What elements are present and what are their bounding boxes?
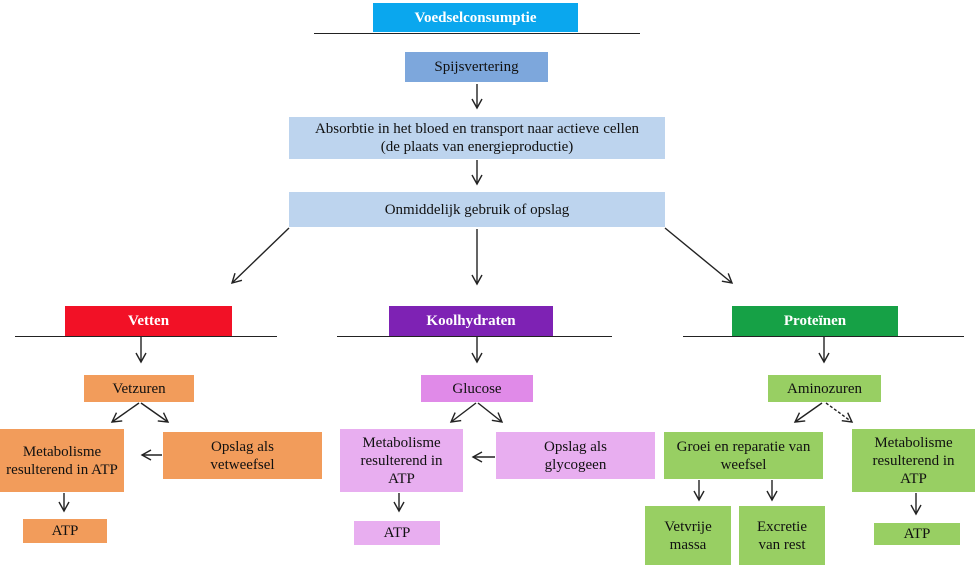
arrow-usage-to-proteins <box>664 227 734 284</box>
digestion-box: Spijsvertering <box>405 52 548 82</box>
carbs-underline <box>337 336 612 337</box>
fats-header: Vetten <box>65 306 232 336</box>
carbs-header: Koolhydraten <box>389 306 553 336</box>
arrow-proteins-product-to-metabolism <box>825 402 854 423</box>
proteins-header: Proteïnen <box>732 306 898 336</box>
proteins-underline <box>683 336 964 337</box>
arrow-carbs-product-to-storage <box>477 402 504 423</box>
fats-metabolism-box: Metabolisme resulterend in ATP <box>0 429 124 492</box>
carbs-product-box: Glucose <box>421 375 533 402</box>
proteins-atp-box: ATP <box>874 523 960 545</box>
absorption-box: Absorbtie in het bloed en transport naar… <box>289 117 665 159</box>
carbs-atp-box: ATP <box>354 521 440 545</box>
fats-underline <box>15 336 277 337</box>
proteins-metabolism-box: Metabolisme resulterend in ATP <box>852 429 975 492</box>
fats-atp-box: ATP <box>23 519 107 543</box>
arrow-carbs-product-to-metabolism <box>449 402 477 423</box>
arrow-fats-product-to-metabolism <box>110 402 140 423</box>
diagram-title: Voedselconsumptie <box>373 3 578 32</box>
arrow-usage-to-fats <box>230 227 290 285</box>
usage-box: Onmiddelijk gebruik of opslag <box>289 192 665 227</box>
arrow-proteins-product-to-growth <box>793 402 823 423</box>
lean-mass-box: Vetvrije massa <box>645 506 731 565</box>
proteins-growth-box: Groei en reparatie van weefsel <box>664 432 823 479</box>
title-underline <box>314 33 640 34</box>
carbs-metabolism-box: Metabolisme resulterend in ATP <box>340 429 463 492</box>
carbs-storage-box: Opslag als glycogeen <box>496 432 655 479</box>
arrow-fats-product-to-storage <box>140 402 170 423</box>
excretion-box: Excretie van rest <box>739 506 825 565</box>
fats-storage-box: Opslag als vetweefsel <box>163 432 322 479</box>
proteins-product-box: Aminozuren <box>768 375 881 402</box>
fats-product-box: Vetzuren <box>84 375 194 402</box>
